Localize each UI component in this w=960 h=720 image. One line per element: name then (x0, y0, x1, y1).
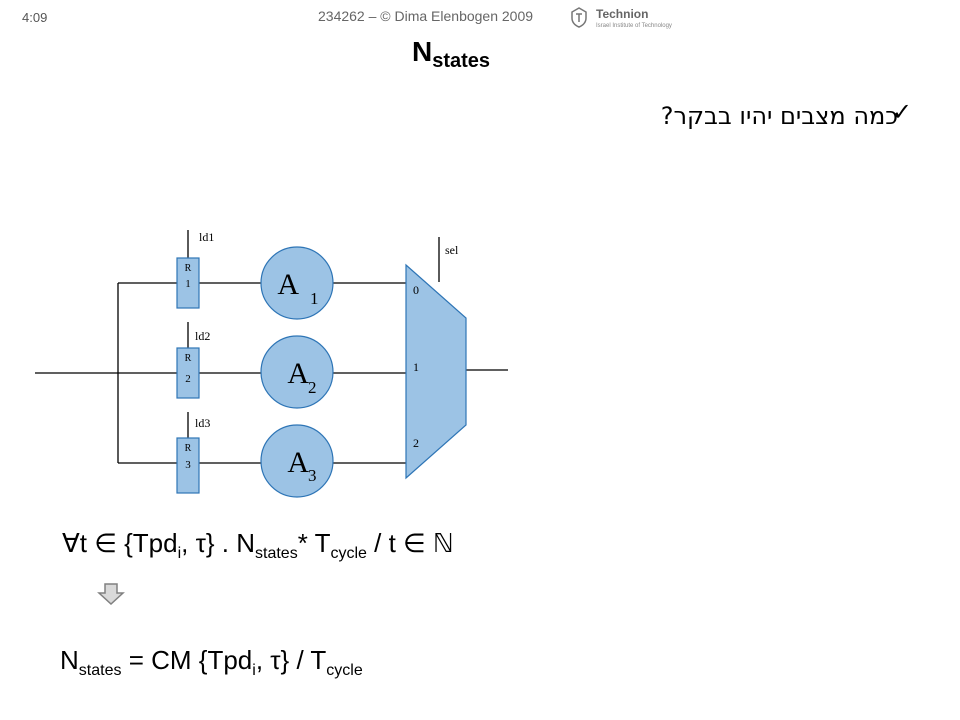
load-label-2: ld2 (195, 329, 210, 343)
svg-text:1: 1 (310, 289, 319, 308)
mux-input-0: 0 (413, 283, 419, 297)
checkmark-icon: ✓ (891, 98, 912, 126)
question-bullet: כמה מצבים יהיו בבקר? (660, 102, 898, 130)
svg-text:A: A (287, 446, 309, 479)
register-r1: R 1 (176, 257, 200, 309)
svg-text:R: R (185, 353, 192, 364)
svg-text:3: 3 (185, 459, 191, 471)
svg-text:2: 2 (308, 378, 317, 397)
unit-a2: A 2 (260, 335, 334, 409)
register-r3: R 3 (176, 437, 200, 494)
svg-text:R: R (185, 263, 192, 274)
svg-text:A: A (277, 268, 299, 301)
load-label-3: ld3 (195, 416, 210, 430)
load-label-1: ld1 (199, 230, 214, 244)
logo-word: Technion (596, 7, 649, 21)
unit-a1: A 1 (260, 246, 334, 320)
svg-text:2: 2 (185, 373, 191, 385)
formula-divisibility: ∀t ∈ {Tpdi, τ} . Nstates* Tcycle / t ∈ ℕ (62, 528, 454, 562)
svg-text:A: A (287, 357, 309, 390)
unit-a3: A 3 (260, 424, 334, 498)
down-arrow-icon (97, 583, 125, 605)
technion-emblem-icon (571, 7, 587, 28)
svg-text:1: 1 (185, 278, 191, 290)
mux-input-1: 1 (413, 360, 419, 374)
multiplexer (405, 263, 467, 480)
mux-select-label: sel (445, 243, 459, 257)
register-r2: R 2 (176, 347, 200, 399)
copyright-text: 234262 – © Dima Elenbogen 2009 (318, 8, 534, 24)
slide-title: Nstates (412, 36, 491, 72)
input-bus (35, 230, 508, 464)
technion-logo: Technion Israel Institute of Technology (568, 5, 672, 29)
mux-input-2: 2 (413, 436, 419, 450)
slide-time: 4:09 (22, 10, 48, 25)
logo-subtitle: Israel Institute of Technology (596, 23, 672, 29)
svg-text:R: R (185, 443, 192, 454)
formula-result: Nstates = CM {Tpdi, τ} / Tcycle (60, 645, 363, 679)
svg-text:3: 3 (308, 466, 317, 485)
